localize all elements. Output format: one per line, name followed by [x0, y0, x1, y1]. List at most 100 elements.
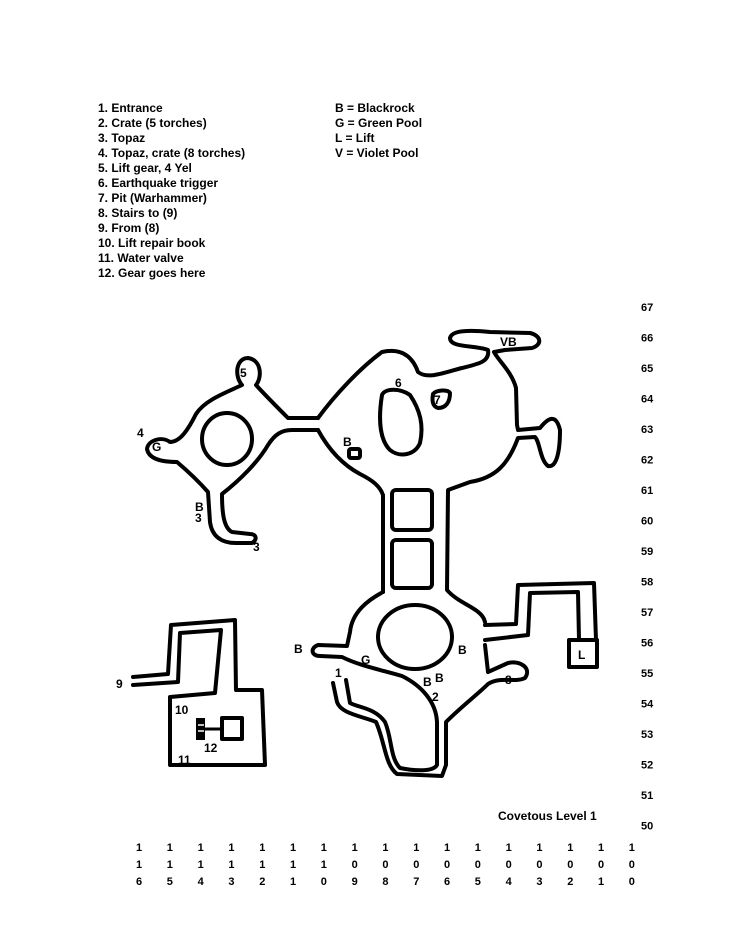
x-axis-tick-digit: 6 [444, 876, 450, 888]
map-label: 2 [432, 690, 439, 704]
pit-warhammer [430, 388, 452, 410]
x-axis-tick-digit: 1 [290, 876, 296, 888]
x-axis-tick-digit: 7 [413, 876, 419, 888]
gear-slot-icon [196, 718, 205, 740]
y-axis-tick-label: 59 [641, 546, 653, 558]
legend-item: 12. Gear goes here [98, 266, 206, 280]
map-label: 10 [175, 703, 189, 717]
left-ring-pillar [200, 411, 254, 467]
legend-item: 1. Entrance [98, 101, 163, 115]
x-axis-tick-digit: 0 [598, 859, 604, 871]
legend-item: 2. Crate (5 torches) [98, 116, 207, 130]
x-axis-tick-digit: 2 [259, 876, 265, 888]
x-axis-tick-digit: 1 [382, 842, 388, 854]
lift-corridor-inner [483, 590, 581, 642]
map-label: 1 [335, 666, 342, 680]
legend-item: 7. Pit (Warhammer) [98, 191, 207, 205]
gear-mechanism-box [220, 716, 244, 741]
shaft-room-upper [390, 488, 434, 532]
y-axis-tick-label: 53 [641, 729, 653, 741]
map-label: B [195, 500, 204, 514]
x-axis-tick-digit: 1 [352, 842, 358, 854]
lower-ring-pillar [376, 603, 454, 671]
upper-hub-left-wall [316, 428, 385, 594]
legend-item: 6. Earthquake trigger [98, 176, 219, 190]
x-axis-tick-digit: 1 [321, 842, 327, 854]
y-axis-tick-label: 50 [641, 821, 653, 833]
y-axis-tick-label: 51 [641, 790, 653, 802]
lift-box [567, 638, 599, 669]
x-axis-tick-digit: 0 [382, 859, 388, 871]
map-label: B [423, 675, 432, 689]
map-label: 11 [178, 753, 191, 767]
y-axis-tick-label: 54 [641, 699, 654, 711]
legend-item: 11. Water valve [98, 251, 184, 265]
map-title: Covetous Level 1 [498, 809, 597, 823]
x-axis-labels: 1161151141131121111101091081071061051041… [136, 842, 635, 888]
x-axis-tick-digit: 0 [629, 859, 635, 871]
x-axis-tick-digit: 1 [228, 842, 234, 854]
x-axis-tick-digit: 1 [475, 842, 481, 854]
upper-hub-wall [316, 328, 562, 624]
map-label: 6 [395, 376, 402, 390]
x-axis-tick-digit: 0 [444, 859, 450, 871]
map-label: 9 [116, 677, 123, 691]
left-cave-outer-wall [145, 356, 320, 545]
x-axis-tick-digit: 1 [136, 859, 142, 871]
x-axis-tick-digit: 1 [444, 842, 450, 854]
x-axis-tick-digit: 0 [413, 859, 419, 871]
legend-item: 9. From (8) [98, 221, 160, 235]
x-axis-tick-digit: 1 [290, 842, 296, 854]
x-axis-tick-digit: 0 [321, 876, 327, 888]
blackrock-block [347, 447, 362, 460]
x-axis-tick-digit: 0 [567, 859, 573, 871]
lower-hub-right-wall [331, 643, 529, 778]
x-axis-tick-digit: 3 [228, 876, 234, 888]
x-axis-tick-digit: 0 [536, 859, 542, 871]
x-axis-tick-digit: 1 [506, 842, 512, 854]
x-axis-tick-digit: 5 [167, 876, 173, 888]
lift-corridor-outer [483, 581, 598, 642]
map-label: VB [500, 335, 517, 349]
y-axis-tick-label: 67 [641, 302, 653, 314]
legend-item: L = Lift [335, 131, 375, 145]
x-axis-tick-digit: 8 [382, 876, 388, 888]
legend-letter-keys: B = Blackrock G = Green Pool L = Lift V … [335, 101, 422, 161]
x-axis-tick-digit: 1 [167, 859, 173, 871]
x-axis-tick-digit: 1 [136, 842, 142, 854]
map-label: B [435, 671, 444, 685]
legend-item: 4. Topaz, crate (8 torches) [98, 146, 246, 160]
x-axis-tick-digit: 1 [598, 842, 604, 854]
x-axis-tick-digit: 1 [198, 859, 204, 871]
x-axis-tick-digit: 1 [228, 859, 234, 871]
map-label: B [294, 642, 303, 656]
legend-item: 3. Topaz [98, 131, 146, 145]
y-axis-tick-label: 63 [641, 424, 653, 436]
x-axis-tick-digit: 1 [413, 842, 419, 854]
legend-item: G = Green Pool [335, 116, 423, 130]
y-axis-tick-label: 65 [641, 363, 653, 375]
x-axis-tick-digit: 2 [567, 876, 573, 888]
x-axis-tick-digit: 4 [198, 876, 205, 888]
legend-item: 8. Stairs to (9) [98, 206, 178, 220]
shaft-room-lower [390, 538, 434, 590]
map-label: 7 [434, 393, 441, 407]
map-label: 4 [137, 426, 144, 440]
map-label: L [578, 648, 585, 662]
x-axis-tick-digit: 0 [629, 876, 635, 888]
x-axis-tick-digit: 1 [567, 842, 573, 854]
map-label: G [152, 440, 161, 454]
x-axis-tick-digit: 1 [167, 842, 173, 854]
x-axis-tick-digit: 4 [506, 876, 513, 888]
y-axis-tick-label: 52 [641, 760, 653, 772]
x-axis-tick-digit: 1 [198, 842, 204, 854]
x-axis-tick-digit: 9 [352, 876, 358, 888]
y-axis-tick-label: 61 [641, 485, 653, 497]
map-label: 12 [204, 741, 218, 755]
map-label: B [343, 435, 352, 449]
x-axis-tick-digit: 1 [598, 876, 604, 888]
y-axis-tick-label: 56 [641, 638, 653, 650]
legend-item: 10. Lift repair book [98, 236, 206, 250]
